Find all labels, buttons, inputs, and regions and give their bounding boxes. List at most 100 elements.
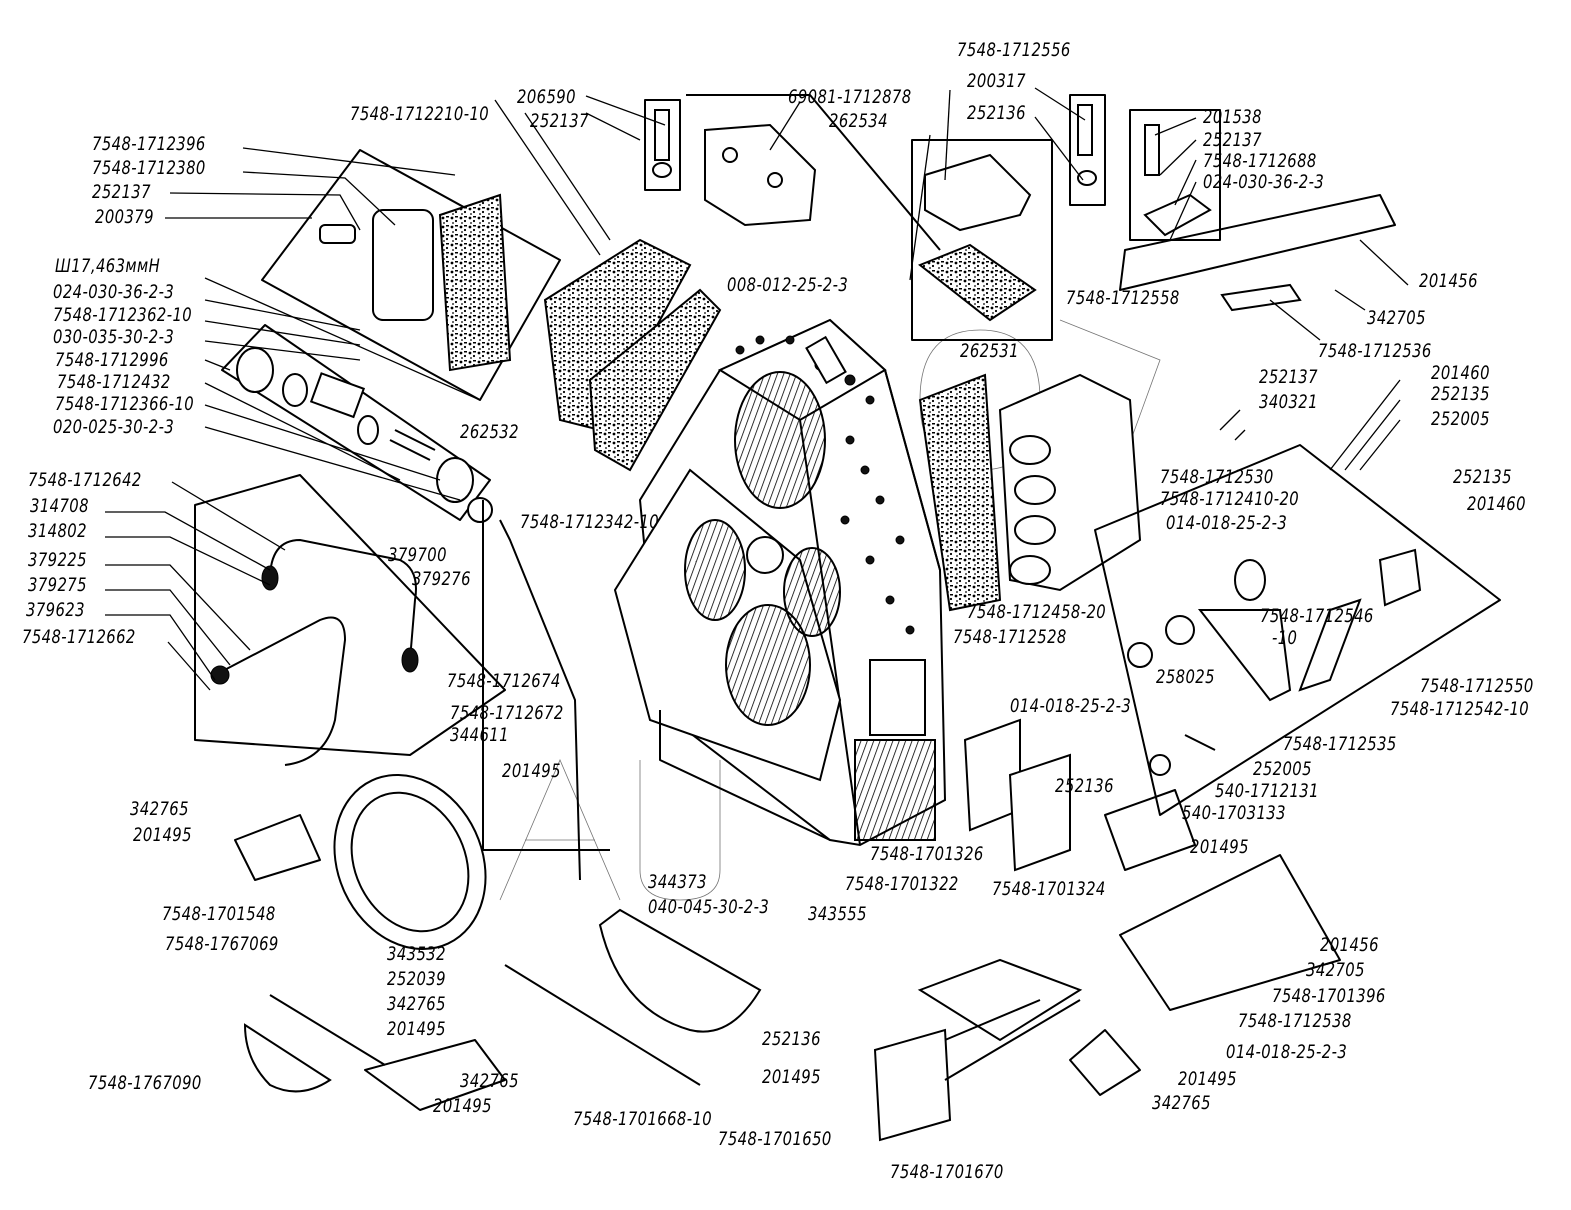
side-plates (963, 718, 1341, 1096)
part-label: 7548-1712210-10 (350, 103, 490, 125)
part-label: 340321 (1259, 391, 1318, 413)
part-label: 252136 (1055, 775, 1114, 797)
part-label: 252137 (530, 110, 589, 132)
part-label: 7548-1712662 (22, 626, 136, 648)
part-label: 252137 (1259, 366, 1318, 388)
part-label: -10 (1272, 627, 1298, 649)
part-label: 7548-1712688 (1203, 150, 1317, 172)
part-label: 344611 (450, 724, 509, 746)
part-label: 201495 (1190, 836, 1249, 858)
part-label: 343555 (808, 903, 867, 925)
part-label: 201495 (133, 824, 192, 846)
part-label: 7548-1701670 (890, 1161, 1004, 1183)
part-label: 7548-1767069 (165, 933, 279, 955)
part-label: 7548-1712546 (1260, 605, 1374, 627)
part-label: 014-018-25-2-3 (1166, 512, 1288, 534)
part-label: 7548-1712642 (28, 469, 142, 491)
part-label: 252005 (1431, 408, 1490, 430)
part-label: 7548-1712342-10 (520, 511, 660, 533)
cover-ring (234, 773, 487, 951)
part-label: 7548-1712538 (1238, 1010, 1352, 1032)
linkage-assembly (1094, 194, 1501, 816)
part-label: 342705 (1306, 959, 1365, 981)
part-label: 69081-1712878 (788, 86, 912, 108)
part-label: 200317 (967, 70, 1026, 92)
part-label: 7548-1701548 (162, 903, 276, 925)
part-label: 7548-1712558 (1066, 287, 1180, 309)
part-label: 342765 (460, 1070, 519, 1092)
part-label: 030-035-30-2-3 (53, 326, 175, 348)
part-label: 7548-1712550 (1420, 675, 1534, 697)
main-housing (613, 318, 947, 847)
part-label: 201495 (762, 1066, 821, 1088)
oil-pan (243, 908, 1083, 1142)
part-label: 252136 (762, 1028, 821, 1050)
left-cover (261, 149, 561, 401)
part-label: 262532 (460, 421, 519, 443)
part-label: 7548-1712410-20 (1160, 488, 1300, 510)
part-label: 252039 (387, 968, 446, 990)
part-label: 7548-1712674 (447, 670, 561, 692)
part-label: 201495 (433, 1095, 492, 1117)
part-label: 252005 (1253, 758, 1312, 780)
part-label: 379225 (28, 549, 87, 571)
part-label: 379623 (26, 599, 85, 621)
part-label: 7548-1712536 (1318, 340, 1432, 362)
part-label: 540-1703133 (1182, 802, 1286, 824)
part-label: 252135 (1453, 466, 1512, 488)
part-label: 206590 (517, 86, 576, 108)
part-label: 201538 (1203, 106, 1262, 128)
part-label: 7548-1712996 (55, 349, 169, 371)
part-label: 014-018-25-2-3 (1010, 695, 1132, 717)
filter-assembly (221, 324, 493, 523)
part-label: 201495 (502, 760, 561, 782)
part-label: 252136 (967, 102, 1026, 124)
part-label: 252137 (1203, 129, 1262, 151)
part-label: 314708 (30, 495, 89, 517)
part-label: 379276 (412, 568, 471, 590)
part-label: 201495 (1178, 1068, 1237, 1090)
part-label: 201495 (387, 1018, 446, 1040)
part-label: 379275 (28, 574, 87, 596)
part-label: 342765 (387, 993, 446, 1015)
part-label: 040-045-30-2-3 (648, 896, 770, 918)
part-label: 252137 (92, 181, 151, 203)
part-label: Ш17,463ммН (55, 255, 161, 277)
part-label: 342765 (130, 798, 189, 820)
part-label: 020-025-30-2-3 (53, 416, 175, 438)
leader-lines (105, 87, 1409, 691)
part-label: 7548-1701322 (845, 873, 959, 895)
part-label: 7548-1701650 (718, 1128, 832, 1150)
part-label: 343532 (387, 943, 446, 965)
part-label: 7548-1701326 (870, 843, 984, 865)
part-label: 314802 (28, 520, 87, 542)
part-label: 7548-1712528 (953, 626, 1067, 648)
part-label: 201456 (1419, 270, 1478, 292)
top-cover (686, 94, 1053, 341)
part-label: 7548-1767090 (88, 1072, 202, 1094)
valve-body-right (918, 373, 1142, 612)
part-label: 7548-1712396 (92, 133, 206, 155)
part-label: 201456 (1320, 934, 1379, 956)
part-label: 379700 (388, 544, 447, 566)
part-label: 201460 (1467, 493, 1526, 515)
part-label: 7548-1712362-10 (53, 304, 193, 326)
part-label: 7548-1712432 (57, 371, 171, 393)
part-label: 7548-1712366-10 (55, 393, 195, 415)
part-label: 262531 (960, 340, 1019, 362)
part-label: 7548-1701324 (992, 878, 1106, 900)
part-label: 262534 (829, 110, 888, 132)
part-label: 540-1712131 (1215, 780, 1319, 802)
part-label: 201460 (1431, 362, 1490, 384)
part-label: 7548-1701668-10 (573, 1108, 713, 1130)
part-label: 342705 (1367, 307, 1426, 329)
part-label: 344373 (648, 871, 707, 893)
part-label: 7548-1712535 (1283, 733, 1397, 755)
part-label: 024-030-36-2-3 (1203, 171, 1325, 193)
part-label: 7548-1712672 (450, 702, 564, 724)
part-label: 258025 (1156, 666, 1215, 688)
part-label: 7548-1712530 (1160, 466, 1274, 488)
part-label: 7548-1712380 (92, 157, 206, 179)
